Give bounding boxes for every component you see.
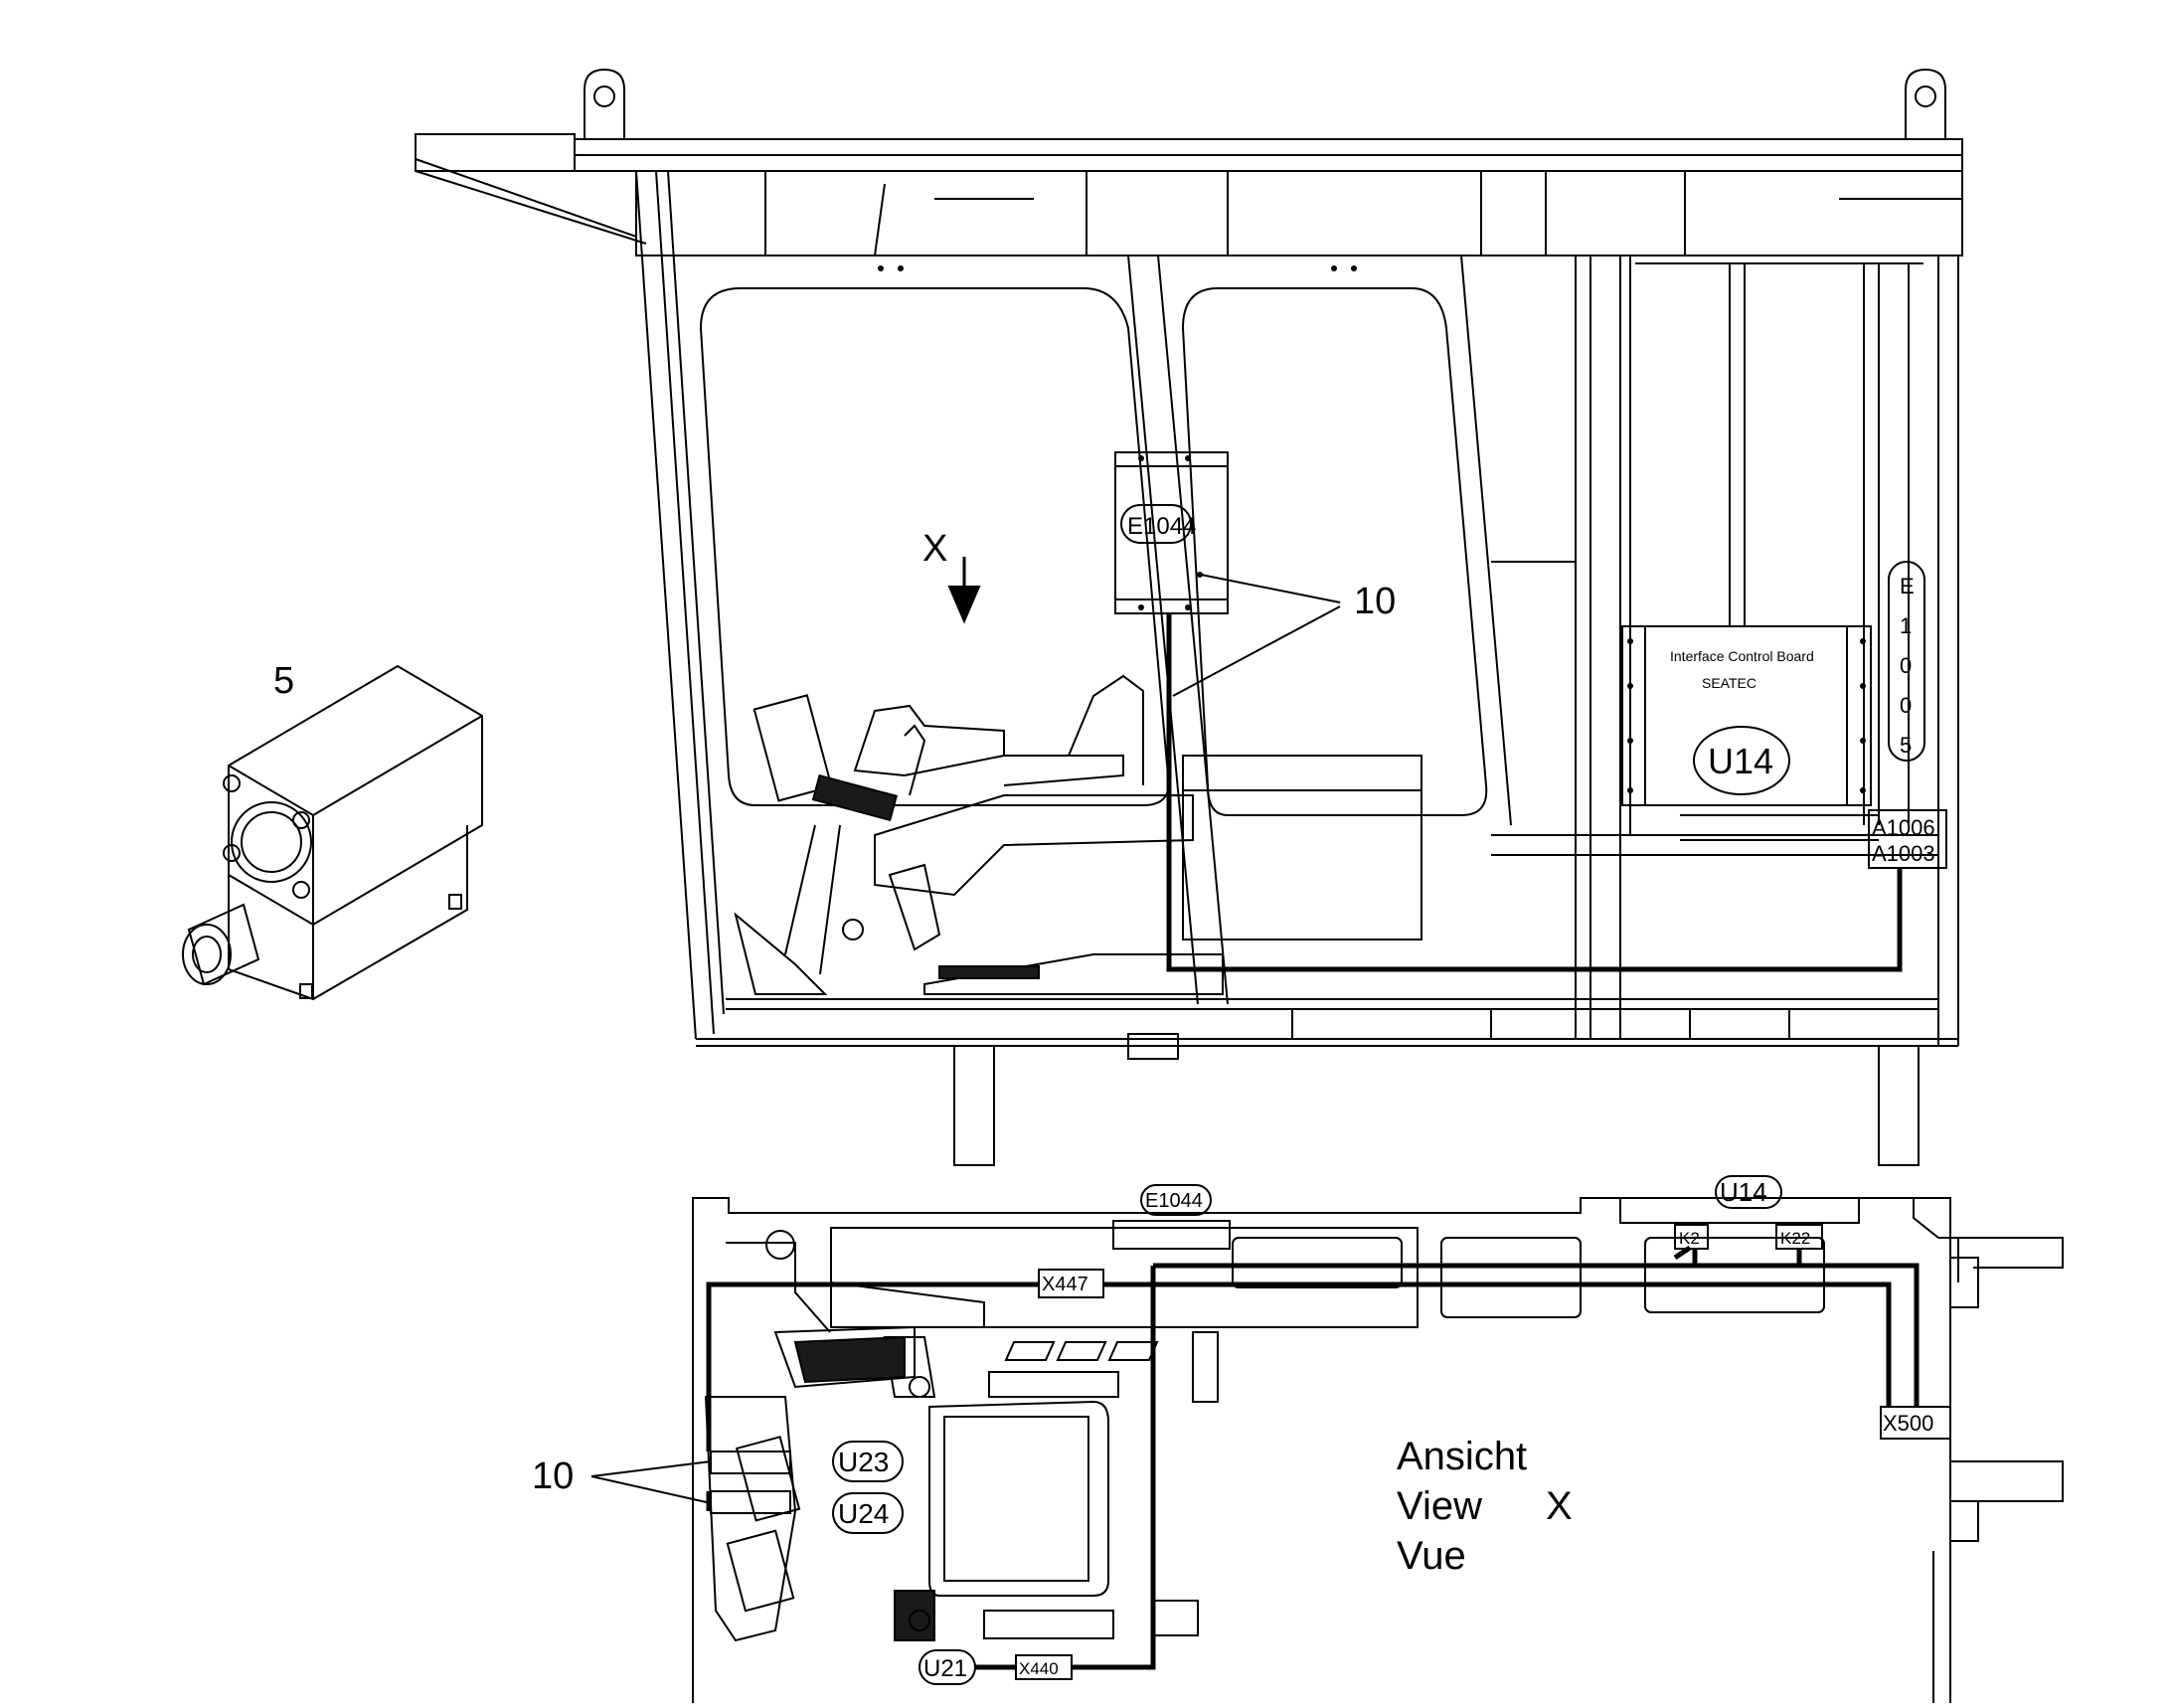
label-k22: K22 [1780, 1229, 1810, 1248]
operator-seat [734, 674, 1224, 995]
label-a1006: A1006 [1872, 815, 1935, 840]
seat-top-view [704, 1325, 1219, 1642]
text-labels: 5 10 X E1044 Interface Control Board SEA… [273, 513, 1935, 1682]
label-u24: U24 [838, 1498, 889, 1529]
label-x447: X447 [1042, 1274, 1088, 1295]
cable-top [1166, 613, 1903, 972]
view-x-frame [692, 1197, 2064, 1703]
cable-bottom [706, 1245, 1920, 1670]
label-item-10-bottom: 10 [532, 1455, 574, 1497]
label-e1005-0: E [1900, 574, 1915, 598]
label-item-5: 5 [273, 660, 294, 702]
view-x-arrow [947, 557, 981, 624]
label-u14-bottom: U14 [1720, 1177, 1767, 1207]
label-a1003: A1003 [1872, 841, 1935, 866]
label-e1044-top: E1044 [1127, 513, 1196, 540]
label-u14-top: U14 [1708, 741, 1773, 781]
label-board-title: Interface Control Board [1670, 648, 1814, 664]
label-x440: X440 [1019, 1659, 1059, 1678]
label-u21: U21 [923, 1655, 967, 1682]
label-item-10-top: 10 [1354, 581, 1396, 622]
interface-control-board [1621, 561, 1947, 869]
label-u23: U23 [838, 1447, 889, 1477]
label-x500: X500 [1883, 1411, 1933, 1436]
cab-frame [415, 68, 1963, 1166]
label-view-x: X [1546, 1484, 1573, 1528]
label-view: View [1397, 1484, 1482, 1528]
label-e1044-bottom: E1044 [1145, 1190, 1203, 1212]
label-e1005-4: 5 [1900, 733, 1912, 758]
bottom-connectors [919, 1175, 1951, 1685]
label-k2: K2 [1679, 1229, 1700, 1248]
item-5-device [182, 664, 483, 1001]
label-view-x-arrow: X [922, 528, 947, 570]
label-board-brand: SEATEC [1702, 675, 1756, 691]
label-e1005-1: 1 [1900, 613, 1912, 638]
leader-10-bottom [590, 1460, 712, 1504]
label-e1005-2: 0 [1900, 653, 1912, 678]
label-e1005-3: 0 [1900, 693, 1912, 718]
label-ansicht: Ansicht [1397, 1435, 1527, 1478]
leader-10-top [1172, 574, 1341, 697]
label-vue: Vue [1397, 1534, 1466, 1578]
